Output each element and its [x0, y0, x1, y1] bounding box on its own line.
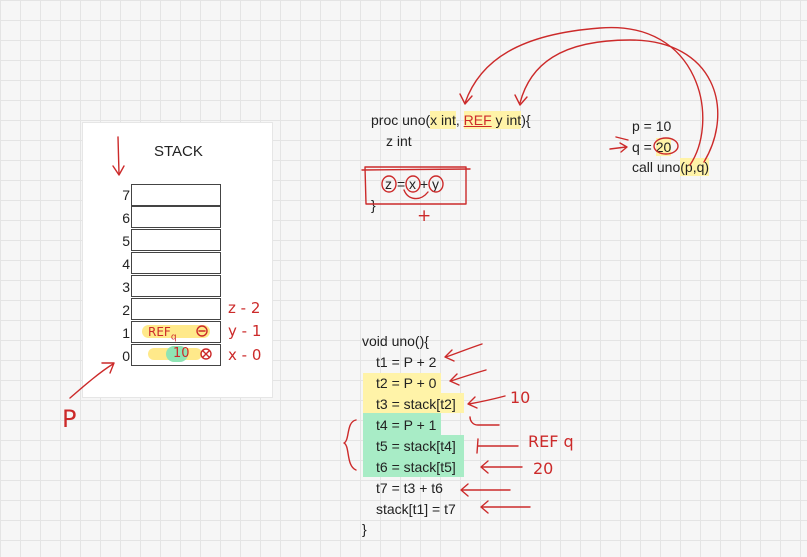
arg-q-to-y-arrowhead: [514, 94, 528, 106]
proc-close-brace: }: [371, 197, 376, 213]
stack-cell-4: [131, 252, 221, 274]
code-line-8: stack[t1] = t7: [376, 501, 456, 517]
caller-call: call uno(p,q): [632, 158, 710, 176]
caller-args: (p,q): [680, 158, 710, 176]
stack-top-arrow: [117, 136, 120, 175]
caller-p-assign: p = 10: [632, 118, 672, 134]
cell0-value: 10: [173, 346, 190, 361]
code-line-3: t3 = stack[t2]: [376, 396, 456, 412]
stack-index-1: 1: [122, 325, 130, 341]
cell1-highlight: [142, 325, 210, 338]
stack-index-3: 3: [122, 279, 130, 295]
highlight-t4: [363, 413, 441, 435]
expr-eq: =: [397, 176, 406, 192]
param-ref: REF: [463, 111, 492, 129]
code-header: void uno(){: [362, 333, 429, 349]
stack-cell-6: [131, 206, 221, 228]
stack-index-0: 0: [122, 348, 130, 364]
proc-local-z: z int: [386, 133, 412, 149]
arrow-t4: [469, 416, 500, 426]
annotation-z: z - 2: [228, 299, 261, 317]
highlight-t3: [363, 393, 464, 413]
stack-index-5: 5: [122, 233, 130, 249]
proc-signature: proc uno(x int, REF y int){: [371, 111, 531, 129]
cell0-mark: [200, 348, 212, 360]
plus-mark: +: [417, 206, 432, 226]
arrow-t1: [445, 343, 483, 358]
expr-y: y: [432, 176, 439, 192]
code-line-1: t1 = P + 2: [376, 354, 437, 370]
annotation-y: y - 1: [228, 322, 262, 340]
caller-q-assign: q = 20: [632, 138, 672, 156]
stack-index-2: 2: [122, 302, 130, 318]
highlight-t5-t6: [363, 435, 464, 477]
cell1-mark: [196, 325, 208, 337]
q-arrow: [609, 146, 627, 150]
expr-plus: +: [420, 176, 429, 192]
param-y-int: y int: [491, 111, 522, 129]
stack-cell-2: [131, 298, 221, 320]
code-line-6: t6 = stack[t5]: [376, 459, 456, 475]
cell1-text: REFq: [148, 325, 177, 343]
code-line-4: t4 = P + 1: [376, 417, 437, 433]
pointer-p-arrowhead: [101, 362, 115, 374]
code-line-7: t7 = t3 + t6: [376, 480, 443, 496]
stack-cell-5: [131, 229, 221, 251]
q-value-circle: [653, 137, 679, 155]
code-footer: }: [362, 521, 367, 537]
caller-q-value: 20: [655, 138, 672, 156]
stack-index-7: 7: [122, 187, 130, 203]
code-line-2: t2 = P + 0: [376, 375, 437, 391]
note-ref-q: REF q: [528, 432, 574, 451]
stack-index-6: 6: [122, 210, 130, 226]
curly-brace: [343, 419, 357, 471]
expr-x-circle: [405, 175, 421, 193]
code-line-5: t5 = stack[t4]: [376, 438, 456, 454]
expr-z: z: [385, 176, 392, 192]
arrow-t3: [468, 395, 506, 405]
cell0-highlight-green: [166, 346, 188, 362]
stack-title: STACK: [154, 143, 203, 160]
arrow-t2: [450, 369, 487, 382]
stack-cell-7: [131, 184, 221, 206]
stack-index-4: 4: [122, 256, 130, 272]
pointer-p-arrow: [69, 363, 114, 399]
param-x-int: x int: [430, 111, 456, 129]
annotation-x: x - 0: [228, 346, 262, 364]
highlight-t2: [363, 373, 441, 393]
expr-z-circle: [381, 175, 397, 193]
expr-box: [364, 166, 467, 205]
note-10: 10: [510, 388, 531, 407]
arg-p-to-x-arrow: [464, 26, 704, 166]
expr-y-circle: [428, 175, 444, 193]
note-20: 20: [533, 459, 554, 478]
expr-x: x: [409, 176, 416, 192]
arg-p-to-x-arrowhead: [459, 93, 473, 105]
arg-q-to-y-arrow: [519, 39, 719, 163]
stack-cell-3: [131, 275, 221, 297]
pointer-p-label: P: [62, 405, 77, 433]
stack-top-arrowhead: [112, 165, 125, 176]
